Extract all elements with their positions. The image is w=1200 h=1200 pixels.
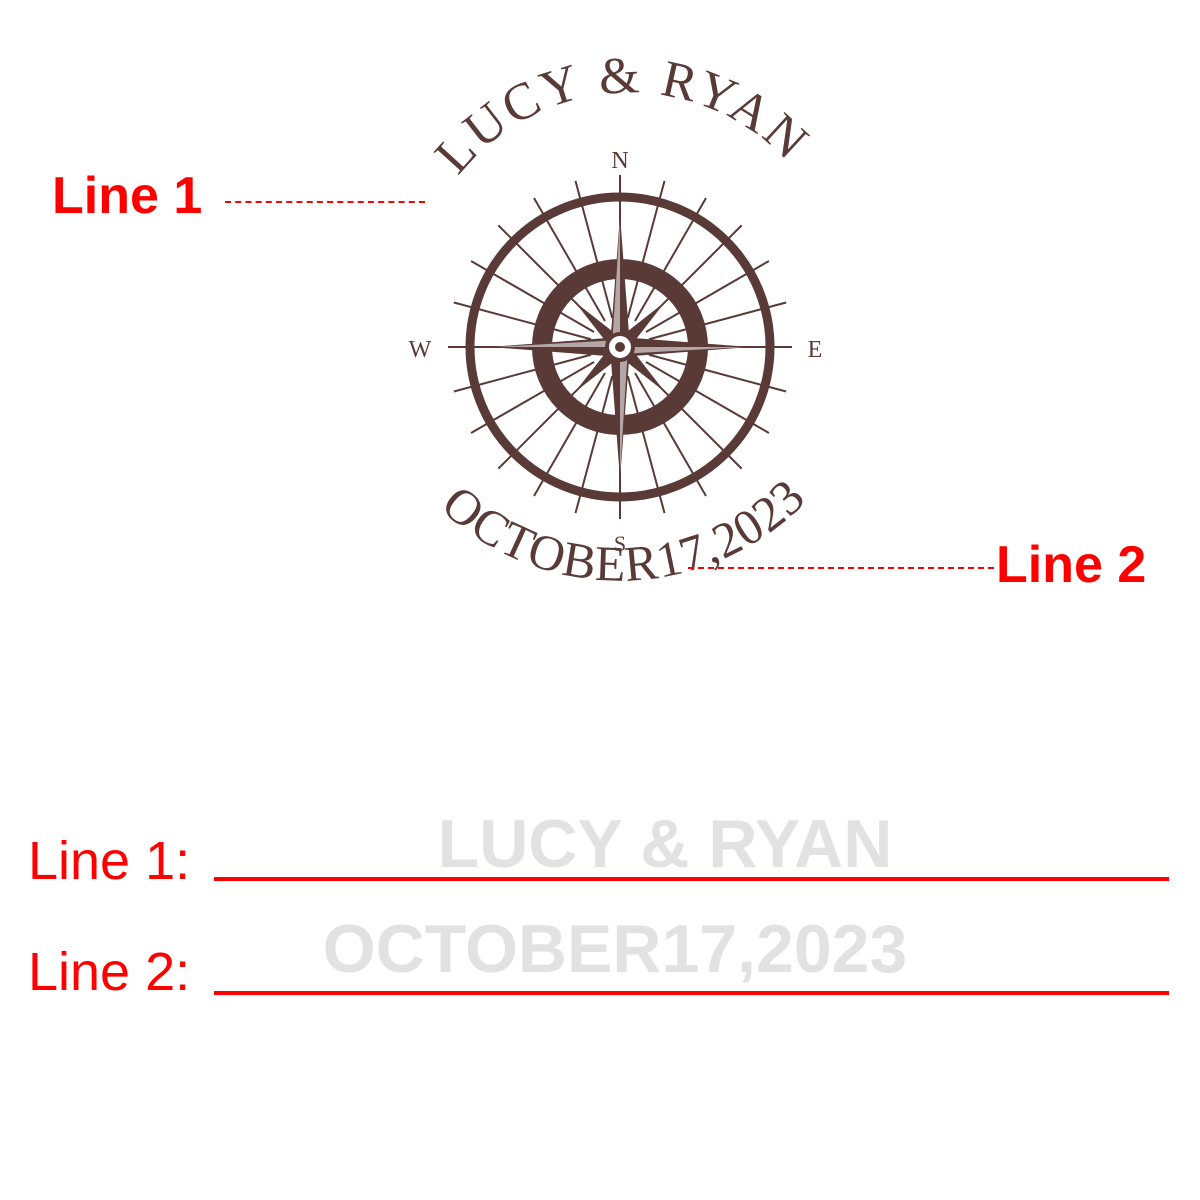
form-line1-value: LUCY & RYAN: [437, 806, 893, 882]
callout-line1-label: Line 1: [52, 167, 203, 225]
west-label: W: [409, 337, 432, 363]
form-line2-rule: [214, 991, 1169, 995]
compass-rose-icon: [448, 175, 792, 519]
callout-line2-label: Line 2: [996, 536, 1147, 594]
north-label: N: [611, 148, 628, 174]
form-line1-label: Line 1:: [28, 831, 191, 891]
form-line1-rule: [214, 877, 1169, 881]
form-line2-value: OCTOBER17,2023: [322, 911, 908, 987]
form-line2-label: Line 2:: [28, 942, 191, 1002]
callout-line1-leader: [225, 201, 425, 203]
callout-line2-leader: [688, 567, 994, 569]
emblem-line2-arc: OCTOBER17,2023: [432, 467, 816, 592]
south-label: S: [614, 531, 626, 556]
east-label: E: [808, 337, 823, 363]
emblem-line2-text: OCTOBER17,2023: [432, 467, 815, 592]
compass-emblem: N S E W LUCY & RYAN OCTOBER17,2023: [409, 47, 823, 592]
